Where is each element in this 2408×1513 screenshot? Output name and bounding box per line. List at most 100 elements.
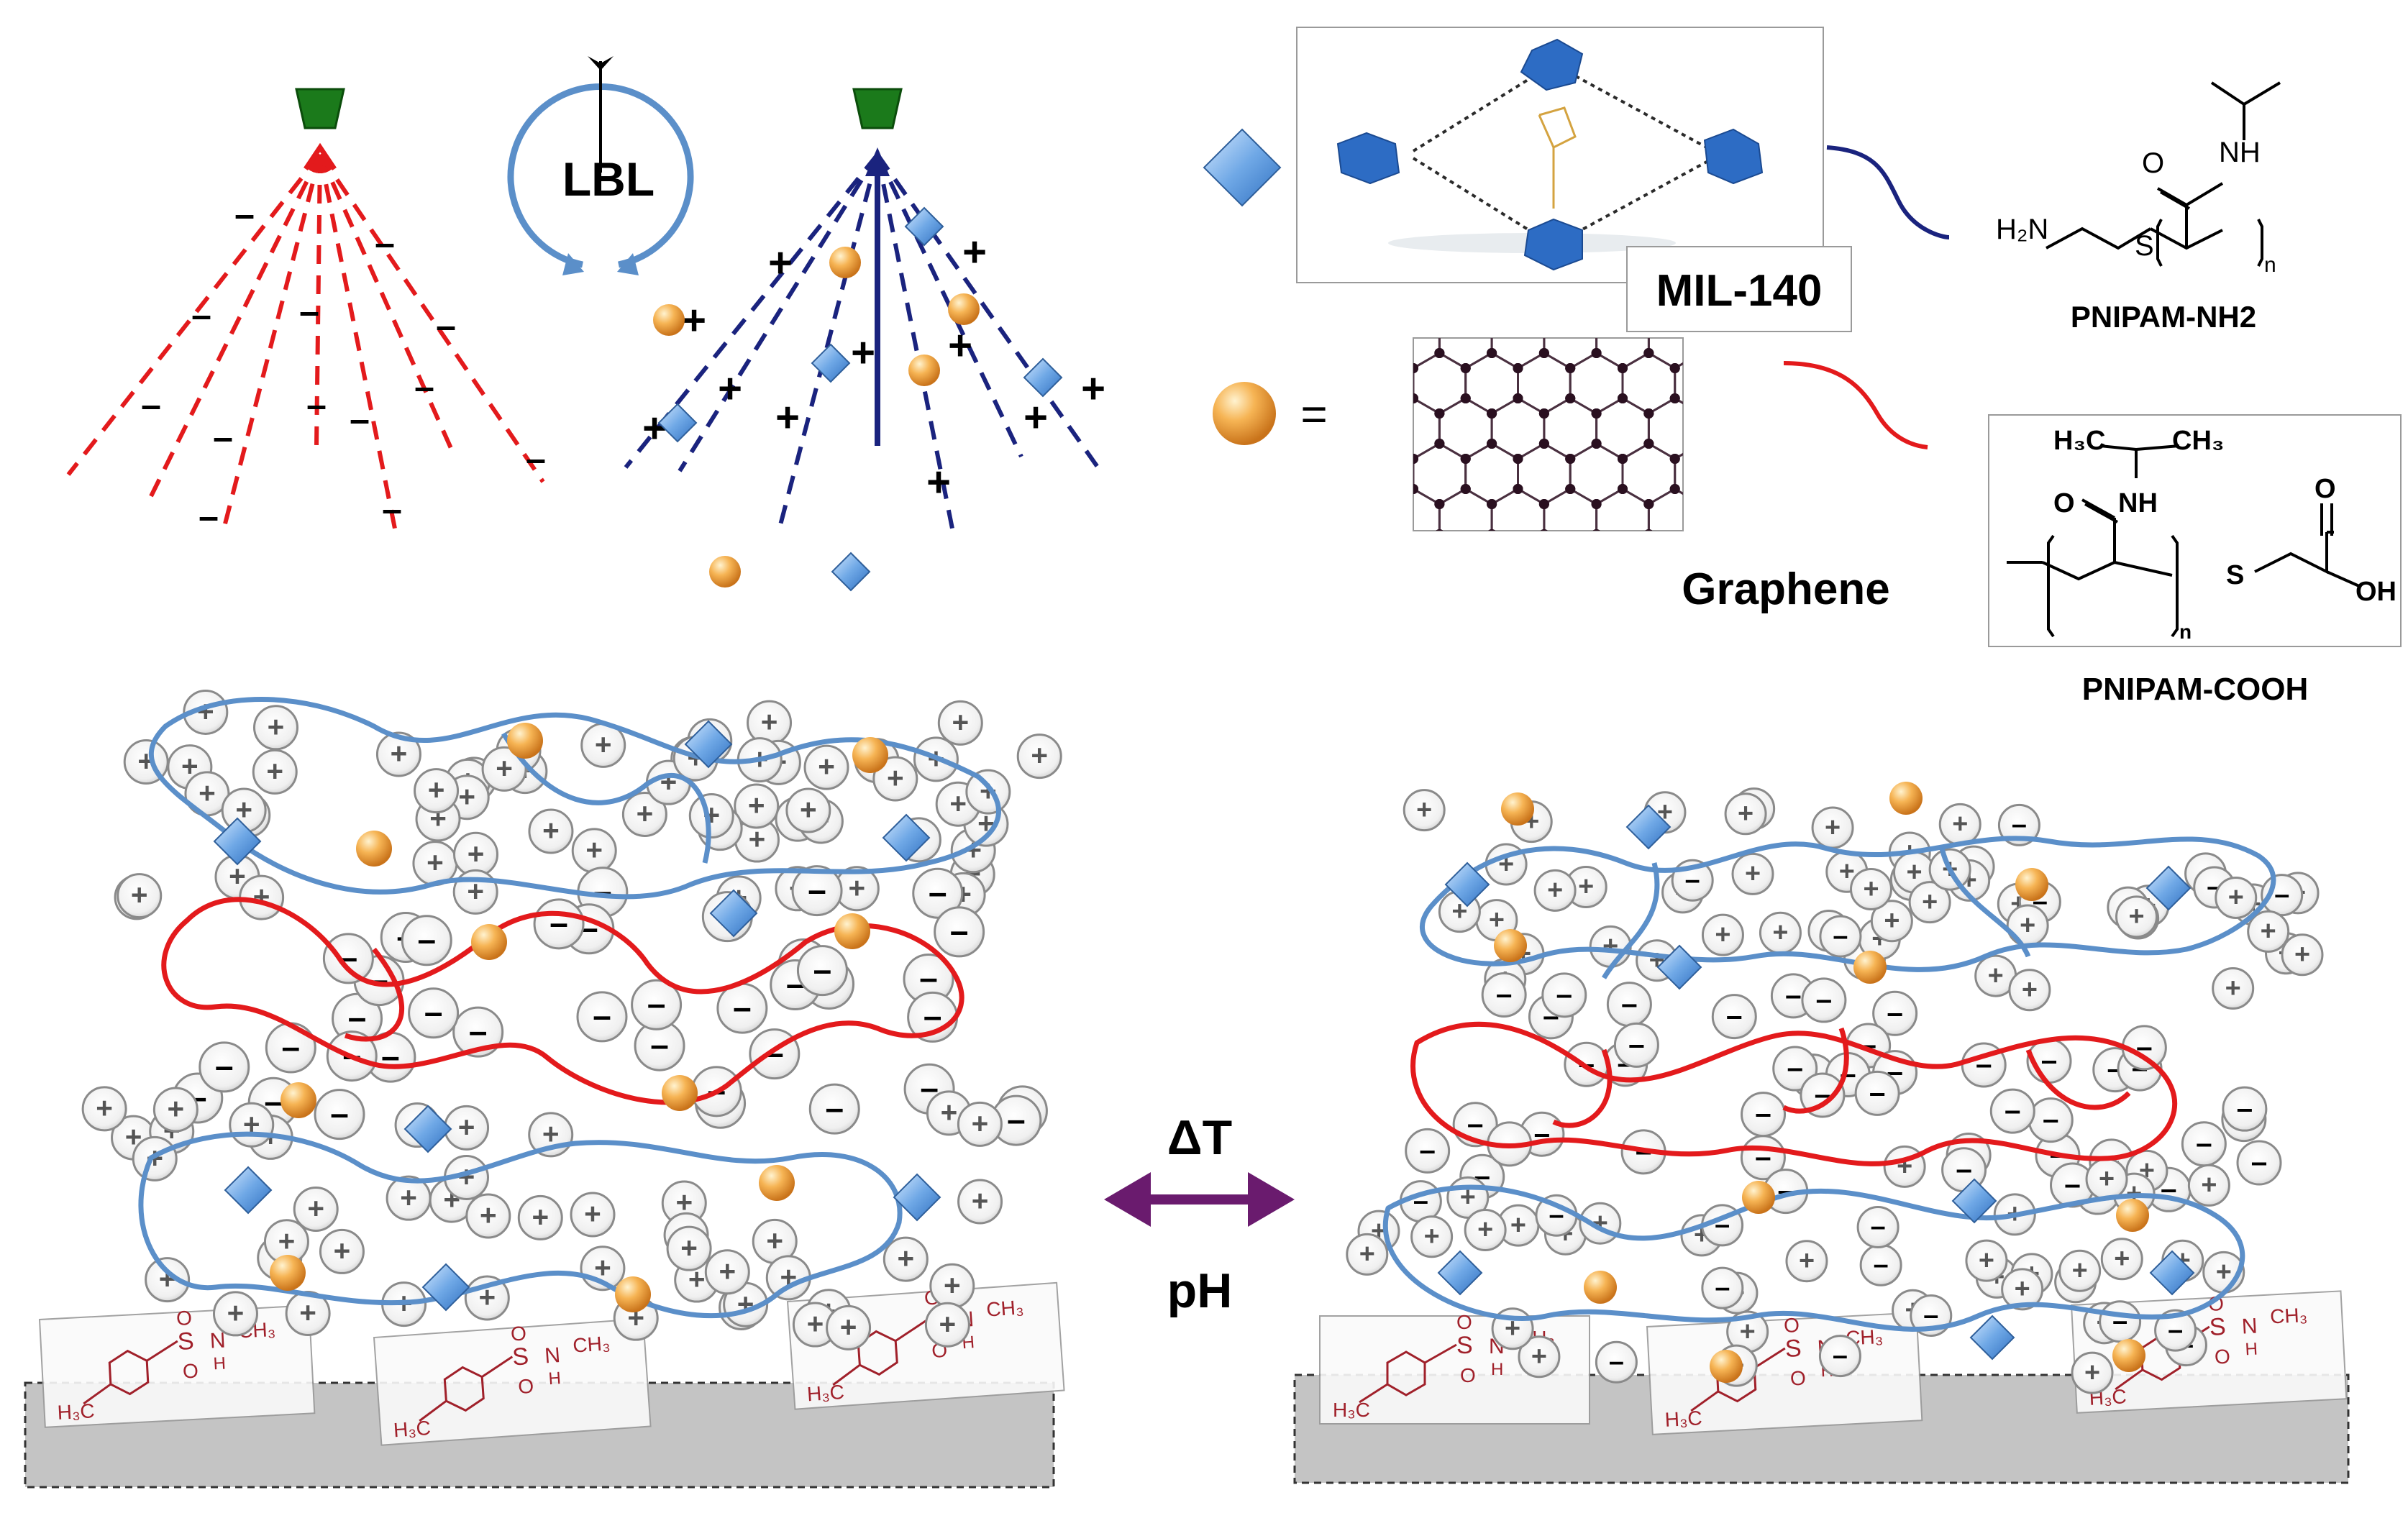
- graphene-sphere: [270, 1255, 306, 1291]
- svg-text:+: +: [1505, 1313, 1520, 1343]
- svg-text:–: –: [2005, 1094, 2021, 1127]
- positive-charge: +: [2212, 966, 2255, 1010]
- svg-text:–: –: [1785, 978, 1802, 1011]
- red-polymer-chain: [344, 947, 405, 1042]
- svg-text:–: –: [650, 1025, 669, 1063]
- svg-text:–: –: [330, 1094, 349, 1132]
- svg-text:–: –: [1726, 999, 1743, 1032]
- svg-text:+: +: [1738, 799, 1753, 829]
- blue-polymer-chain: [138, 1131, 903, 1319]
- mof-diamond: [1023, 357, 1063, 398]
- svg-text:+: +: [2084, 1358, 2100, 1388]
- positive-charge: +: [81, 1086, 127, 1132]
- positive-charge: +: [1724, 792, 1767, 836]
- svg-text:–: –: [1869, 1076, 1886, 1109]
- stimulus-switch: ΔT pH: [1104, 1110, 1295, 1318]
- cooh-h3c: H₃C: [2053, 426, 2105, 456]
- positive-charge: +: [1403, 789, 1446, 832]
- svg-text:–: –: [282, 1028, 301, 1065]
- svg-text:O: O: [1789, 1367, 1806, 1390]
- svg-text:+: +: [1979, 1245, 1994, 1276]
- svg-text:+: +: [400, 1181, 417, 1214]
- svg-text:–: –: [1609, 1347, 1624, 1377]
- negative-charge: –: [1541, 972, 1587, 1018]
- spray-minus-mark: –: [299, 291, 319, 332]
- svg-text:+: +: [253, 880, 270, 913]
- graphene-sphere: [615, 1276, 651, 1312]
- svg-text:S: S: [177, 1327, 195, 1356]
- svg-text:H₃C: H₃C: [393, 1417, 432, 1442]
- graphene-label: Graphene: [1682, 564, 1889, 614]
- spray-plus-mark: +: [682, 297, 706, 344]
- svg-text:–: –: [1816, 983, 1833, 1016]
- graphene-sphere: [1853, 951, 1887, 984]
- ph-label: pH: [1167, 1263, 1233, 1318]
- mof-diamond: [1625, 804, 1672, 850]
- delta-t-label: ΔT: [1167, 1110, 1232, 1165]
- positive-charge: +: [1579, 1202, 1622, 1245]
- positive-charge: +: [704, 1249, 750, 1295]
- svg-text:+: +: [1510, 1210, 1526, 1240]
- svg-text:+: +: [427, 846, 444, 879]
- graphene-structure-box: [1413, 337, 1684, 531]
- mof-diamond: [2149, 1250, 2195, 1296]
- svg-text:–: –: [593, 872, 612, 910]
- graphene-sphere: [948, 293, 980, 325]
- svg-text:–: –: [2168, 1315, 2183, 1345]
- svg-text:+: +: [235, 793, 252, 826]
- svg-text:+: +: [2015, 1274, 2030, 1304]
- svg-text:+: +: [542, 814, 560, 847]
- svg-text:–: –: [1556, 977, 1573, 1010]
- positive-charge: +: [1497, 1204, 1540, 1247]
- spray-minus-mark: –: [234, 194, 255, 234]
- negative-charge: –: [1818, 1335, 1861, 1378]
- pnipam-cooh-structure: H₃C CH₃ O NH S O OH n: [1988, 414, 2402, 647]
- negative-charge: –: [2028, 1097, 2074, 1143]
- svg-text:O: O: [1783, 1314, 1800, 1337]
- positive-charge: +: [957, 1179, 1003, 1225]
- svg-text:–: –: [2237, 1092, 2253, 1125]
- svg-text:O: O: [175, 1307, 192, 1330]
- positive-charge: +: [1731, 852, 1774, 895]
- graphene-sphere: [759, 1165, 795, 1201]
- svg-text:O: O: [182, 1360, 199, 1383]
- svg-text:+: +: [949, 787, 967, 820]
- svg-text:+: +: [719, 1254, 736, 1287]
- positive-charge: +: [2006, 904, 2049, 947]
- spray-plus-mark: +: [775, 394, 800, 441]
- svg-text:–: –: [1887, 996, 1903, 1029]
- positive-charge: +: [2247, 910, 2290, 953]
- svg-text:+: +: [972, 1107, 989, 1140]
- negative-charge: –: [1606, 982, 1652, 1028]
- mof-diamond: [2145, 865, 2192, 911]
- svg-text:+: +: [1825, 813, 1841, 843]
- mof-diamond: [421, 1263, 470, 1312]
- svg-text:–: –: [549, 904, 568, 941]
- svg-text:+: +: [1416, 795, 1432, 825]
- spray-minus-mark: –: [141, 385, 161, 425]
- positive-charge: +: [1965, 1239, 2008, 1282]
- cooh-nh: NH: [2118, 488, 2158, 518]
- positive-charge: +: [293, 1186, 339, 1232]
- svg-text:N: N: [2241, 1315, 2258, 1339]
- red-polymer-chain: [1552, 1027, 2131, 1128]
- svg-text:–: –: [808, 871, 826, 908]
- svg-text:H: H: [1491, 1360, 1503, 1379]
- svg-text:+: +: [1359, 1239, 1375, 1269]
- negative-charge: –: [1854, 1070, 1900, 1116]
- svg-text:+: +: [1715, 920, 1730, 950]
- svg-text:+: +: [584, 1197, 601, 1230]
- mof-diamond-legend: [1203, 128, 1282, 207]
- negative-charge: –: [265, 1022, 316, 1074]
- nozzle-left: [295, 88, 345, 129]
- svg-text:+: +: [595, 728, 612, 761]
- graphene-sphere: [908, 355, 940, 386]
- positive-charge: +: [2001, 1268, 2044, 1311]
- negative-charge: –: [796, 945, 848, 997]
- nh2-s: S: [2135, 230, 2154, 262]
- svg-text:+: +: [1839, 856, 1855, 887]
- positive-charge: +: [785, 787, 831, 833]
- nh2-o: O: [2142, 147, 2164, 179]
- graphene-sphere: [1494, 929, 1527, 962]
